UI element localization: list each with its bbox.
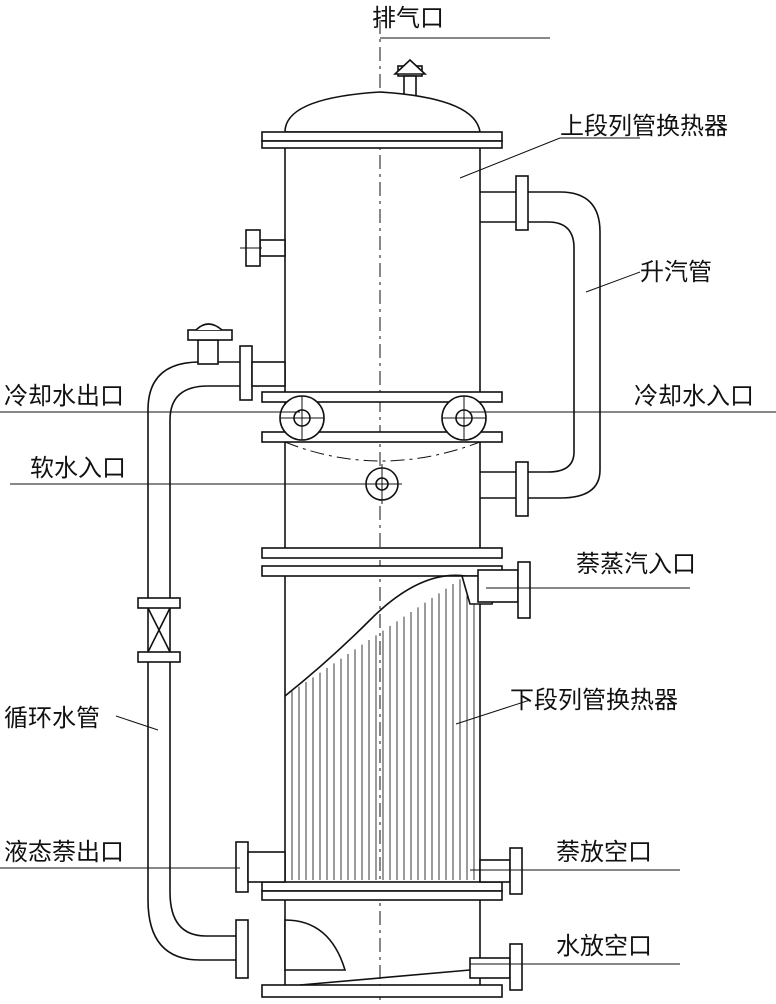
liquid-outlet-nozzle bbox=[235, 841, 286, 893]
soft-water-inlet-nozzle bbox=[362, 464, 402, 504]
naph-drain-nozzle bbox=[479, 847, 523, 895]
label-circulation-pipe: 循环水管 bbox=[4, 704, 100, 732]
label-naph-drain: 萘放空口 bbox=[556, 838, 652, 866]
leader-lines bbox=[0, 37, 776, 965]
label-vent: 排气口 bbox=[372, 4, 444, 32]
label-riser: 升汽管 bbox=[640, 258, 712, 286]
sight-glass-right bbox=[441, 395, 487, 441]
circulation-water-pipe bbox=[137, 323, 286, 961]
steam-inlet-nozzle bbox=[460, 561, 531, 619]
bottom-slope bbox=[299, 969, 471, 986]
lower-shell bbox=[261, 547, 503, 998]
sight-glass-left bbox=[279, 395, 325, 441]
label-water-drain: 水放空口 bbox=[556, 932, 652, 960]
lower-outlet-nozzle bbox=[235, 919, 347, 979]
label-liquid-out: 液态萘出口 bbox=[4, 838, 124, 866]
label-steam-in: 萘蒸汽入口 bbox=[576, 550, 696, 578]
label-cooling-in: 冷却水入口 bbox=[634, 382, 754, 410]
tube-bundle bbox=[291, 578, 475, 880]
water-drain-nozzle bbox=[469, 943, 523, 991]
label-upper-exchanger: 上段列管换热器 bbox=[560, 112, 728, 140]
upper-left-nozzle bbox=[240, 229, 286, 267]
label-soft-water-in: 软水入口 bbox=[30, 454, 126, 482]
riser-pipe bbox=[480, 175, 601, 517]
label-cooling-out: 冷却水出口 bbox=[4, 382, 124, 410]
upper-shell bbox=[261, 91, 503, 548]
vent-nozzle bbox=[392, 58, 428, 99]
label-lower-exchanger: 下段列管换热器 bbox=[510, 686, 678, 714]
